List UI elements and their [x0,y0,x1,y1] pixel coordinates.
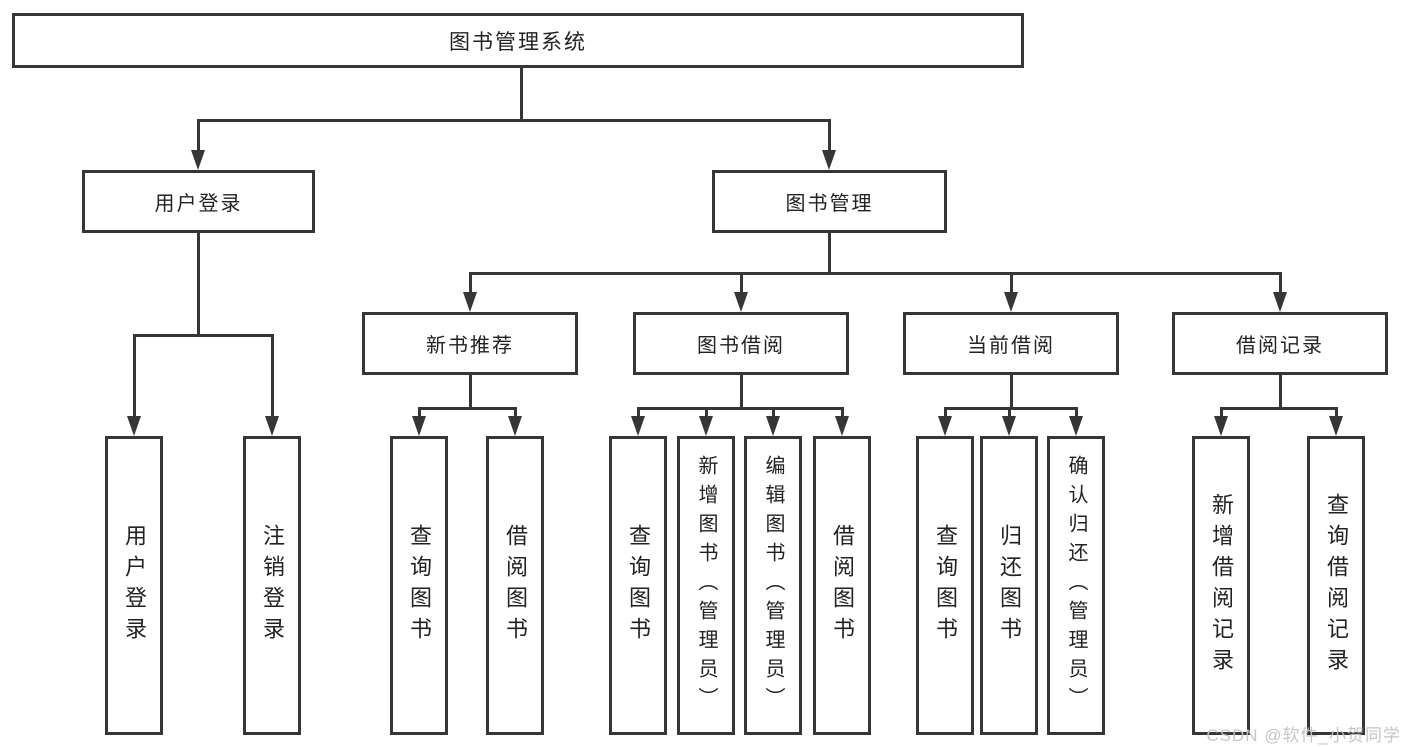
book-mgmt-drop-line [740,272,743,294]
book-mgmt-drop-line [1279,272,1282,294]
recommend-branch-line [418,407,516,410]
leaf-user-login: 用户登录 [105,436,163,735]
node-new-book-recommendation-label: 新书推荐 [426,335,514,357]
user-login-branch-line [133,334,273,337]
leaf-edit-book-admin-label: 编辑图书（管理员） [762,455,784,716]
records-branch-line [1220,407,1337,410]
arrowhead-down-icon [1069,416,1083,436]
records-stem-line [1279,375,1282,409]
arrowhead-down-icon [463,292,477,312]
leaf-logout-label: 注销登录 [260,523,285,648]
arrowhead-down-icon [1273,292,1287,312]
root-drop-left-line [197,119,200,152]
leaf-recommend-query-books-label: 查询图书 [407,523,432,648]
node-current-borrowing: 当前借阅 [903,312,1119,375]
leaf-edit-book-admin: 编辑图书（管理员） [744,436,802,735]
borrowing-branch-line [637,407,844,410]
leaf-borrow-borrow-books-label: 借阅图书 [830,523,855,648]
arrowhead-down-icon [412,416,426,436]
node-book-management: 图书管理 [712,170,947,233]
arrowhead-down-icon [766,416,780,436]
node-root-label: 图书管理系统 [449,30,587,54]
arrowhead-down-icon [938,416,952,436]
leaf-add-borrow-record-label: 新增借阅记录 [1209,492,1234,679]
node-user-login: 用户登录 [82,170,315,233]
leaf-borrow-query-books-label: 查询图书 [626,523,651,648]
arrowhead-down-icon [835,416,849,436]
arrowhead-down-icon [1329,416,1343,436]
current-drop-line [944,407,947,418]
leaf-recommend-query-books: 查询图书 [390,436,448,735]
leaf-user-login-label: 用户登录 [122,523,147,648]
leaf-add-book-admin: 新增图书（管理员） [677,436,735,735]
arrowhead-down-icon [734,292,748,312]
leaf-add-book-admin-label: 新增图书（管理员） [695,455,717,716]
borrowing-drop-line [841,407,844,418]
arrowhead-down-icon [1214,416,1228,436]
book-mgmt-drop-line [469,272,472,294]
node-borrowing-records-label: 借阅记录 [1236,335,1324,357]
root-stem-line [520,68,523,120]
node-book-borrowing-label: 图书借阅 [697,335,785,357]
leaf-return-books: 归还图书 [980,436,1038,735]
leaf-current-query-books: 查询图书 [916,436,974,735]
node-book-management-label: 图书管理 [785,193,874,215]
arrowhead-down-icon [822,150,836,170]
leaf-recommend-borrow-books: 借阅图书 [486,436,544,735]
arrowhead-down-icon [699,416,713,436]
recommend-drop-line [514,407,517,418]
recommend-drop-line [418,407,421,418]
borrowing-drop-line [637,407,640,418]
leaf-query-borrow-record-label: 查询借阅记录 [1324,492,1349,679]
csdn-watermark: CSDN @软件_小贺同学 [1206,726,1401,745]
arrowhead-down-icon [127,416,141,436]
leaf-recommend-borrow-books-label: 借阅图书 [503,523,528,648]
node-borrowing-records: 借阅记录 [1172,312,1388,375]
book-mgmt-drop-line [1010,272,1013,294]
leaf-current-query-books-label: 查询图书 [933,523,958,648]
arrowhead-down-icon [1002,416,1016,436]
root-branch-line [197,119,831,122]
current-drop-line [1075,407,1078,418]
leaf-add-borrow-record: 新增借阅记录 [1192,436,1250,735]
book-mgmt-branch-line [469,272,1281,275]
leaf-borrow-borrow-books: 借阅图书 [813,436,871,735]
user-login-stem-line [197,233,200,336]
arrowhead-down-icon [191,150,205,170]
leaf-confirm-return-admin: 确认归还（管理员） [1047,436,1105,735]
arrowhead-down-icon [508,416,522,436]
node-user-login-label: 用户登录 [154,193,243,215]
current-stem-line [1010,375,1013,409]
node-current-borrowing-label: 当前借阅 [967,335,1055,357]
user-login-drop-line [133,334,136,418]
node-book-borrowing: 图书借阅 [633,312,849,375]
leaf-logout: 注销登录 [243,436,301,735]
arrowhead-down-icon [1004,292,1018,312]
node-new-book-recommendation: 新书推荐 [362,312,578,375]
leaf-borrow-query-books: 查询图书 [609,436,667,735]
arrowhead-down-icon [631,416,645,436]
recommend-stem-line [469,375,472,409]
borrowing-drop-line [705,407,708,418]
borrowing-stem-line [740,375,743,409]
records-drop-line [1220,407,1223,418]
arrowhead-down-icon [265,416,279,436]
current-drop-line [1008,407,1011,418]
borrowing-drop-line [772,407,775,418]
root-drop-right-line [828,119,831,152]
leaf-return-books-label: 归还图书 [997,523,1022,648]
node-root: 图书管理系统 [12,13,1024,68]
records-drop-line [1335,407,1338,418]
leaf-confirm-return-admin-label: 确认归还（管理员） [1065,455,1087,716]
user-login-drop-line [271,334,274,418]
leaf-query-borrow-record: 查询借阅记录 [1307,436,1365,735]
book-mgmt-stem-line [828,233,831,274]
